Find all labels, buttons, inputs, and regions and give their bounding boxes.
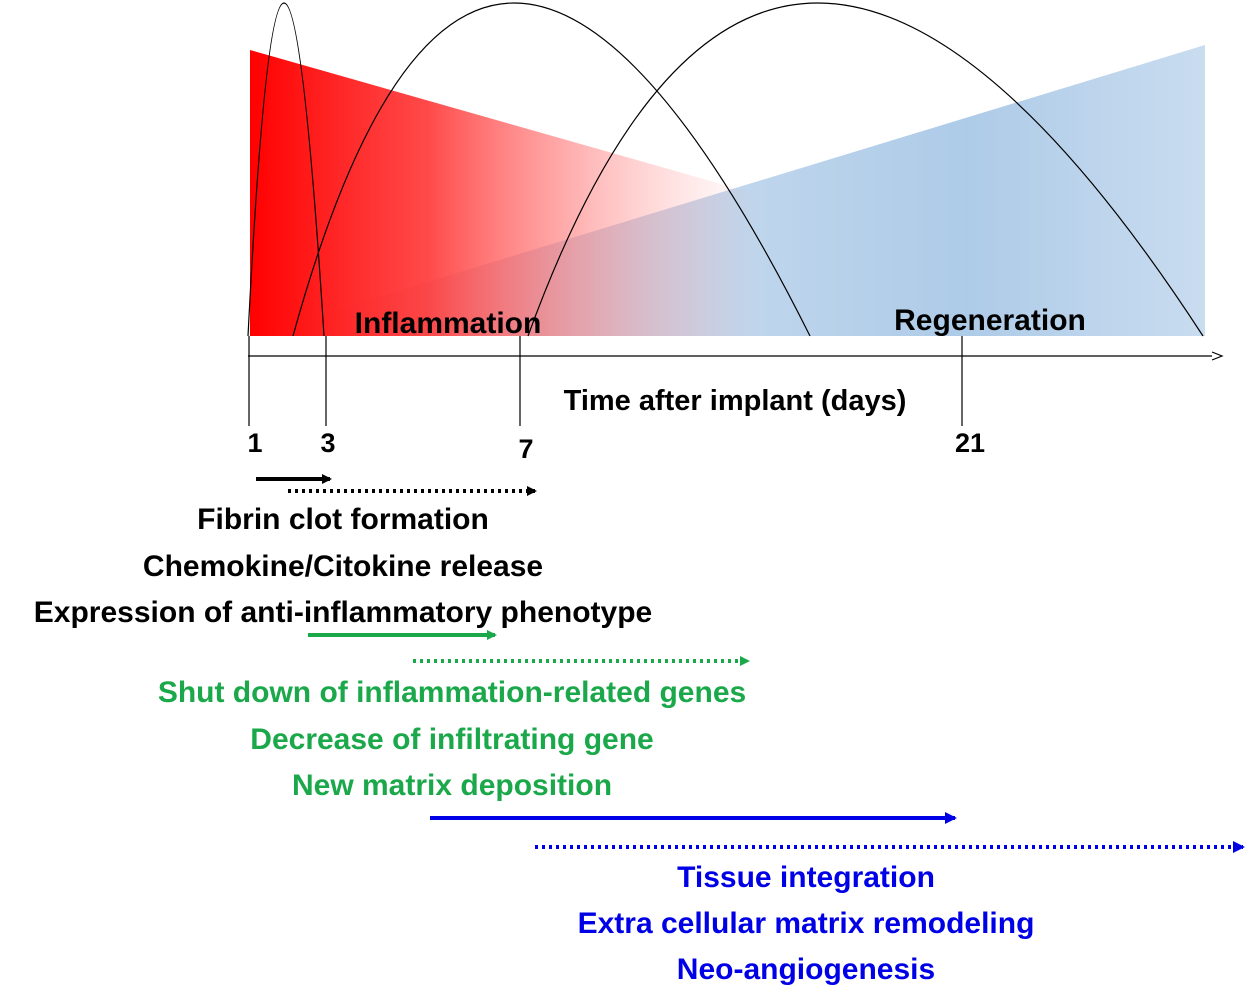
late-event-3: Neo-angiogenesis bbox=[677, 953, 935, 986]
intermediate-event-1: Shut down of inflammation-related genes bbox=[158, 676, 746, 709]
time-axis-label: Time after implant (days) bbox=[564, 385, 907, 417]
intermediate-event-2: Decrease of infiltrating gene bbox=[250, 723, 653, 756]
late-event-2: Extra cellular matrix remodeling bbox=[578, 907, 1035, 940]
regeneration-label: Regeneration bbox=[894, 304, 1086, 337]
inflammation-label: Inflammation bbox=[355, 307, 542, 340]
late-event-1: Tissue integration bbox=[677, 861, 935, 894]
intermediate-event-3: New matrix deposition bbox=[292, 769, 612, 802]
tick-label-21: 21 bbox=[955, 428, 985, 458]
early-event-1: Fibrin clot formation bbox=[197, 503, 489, 536]
inflammation-wedge bbox=[250, 50, 760, 336]
early-event-3: Expression of anti-inflammatory phenotyp… bbox=[34, 596, 652, 629]
tick-label-7: 7 bbox=[518, 434, 533, 464]
tick-label-3: 3 bbox=[320, 428, 335, 458]
early-event-2: Chemokine/Citokine release bbox=[143, 550, 543, 583]
early-cell-curve bbox=[247, 2, 325, 337]
late-cell-curve bbox=[527, 2, 1204, 337]
tick-label-1: 1 bbox=[247, 428, 262, 458]
intermediate-cell-curve bbox=[292, 2, 811, 337]
time-axis-arrowhead bbox=[1211, 351, 1224, 361]
